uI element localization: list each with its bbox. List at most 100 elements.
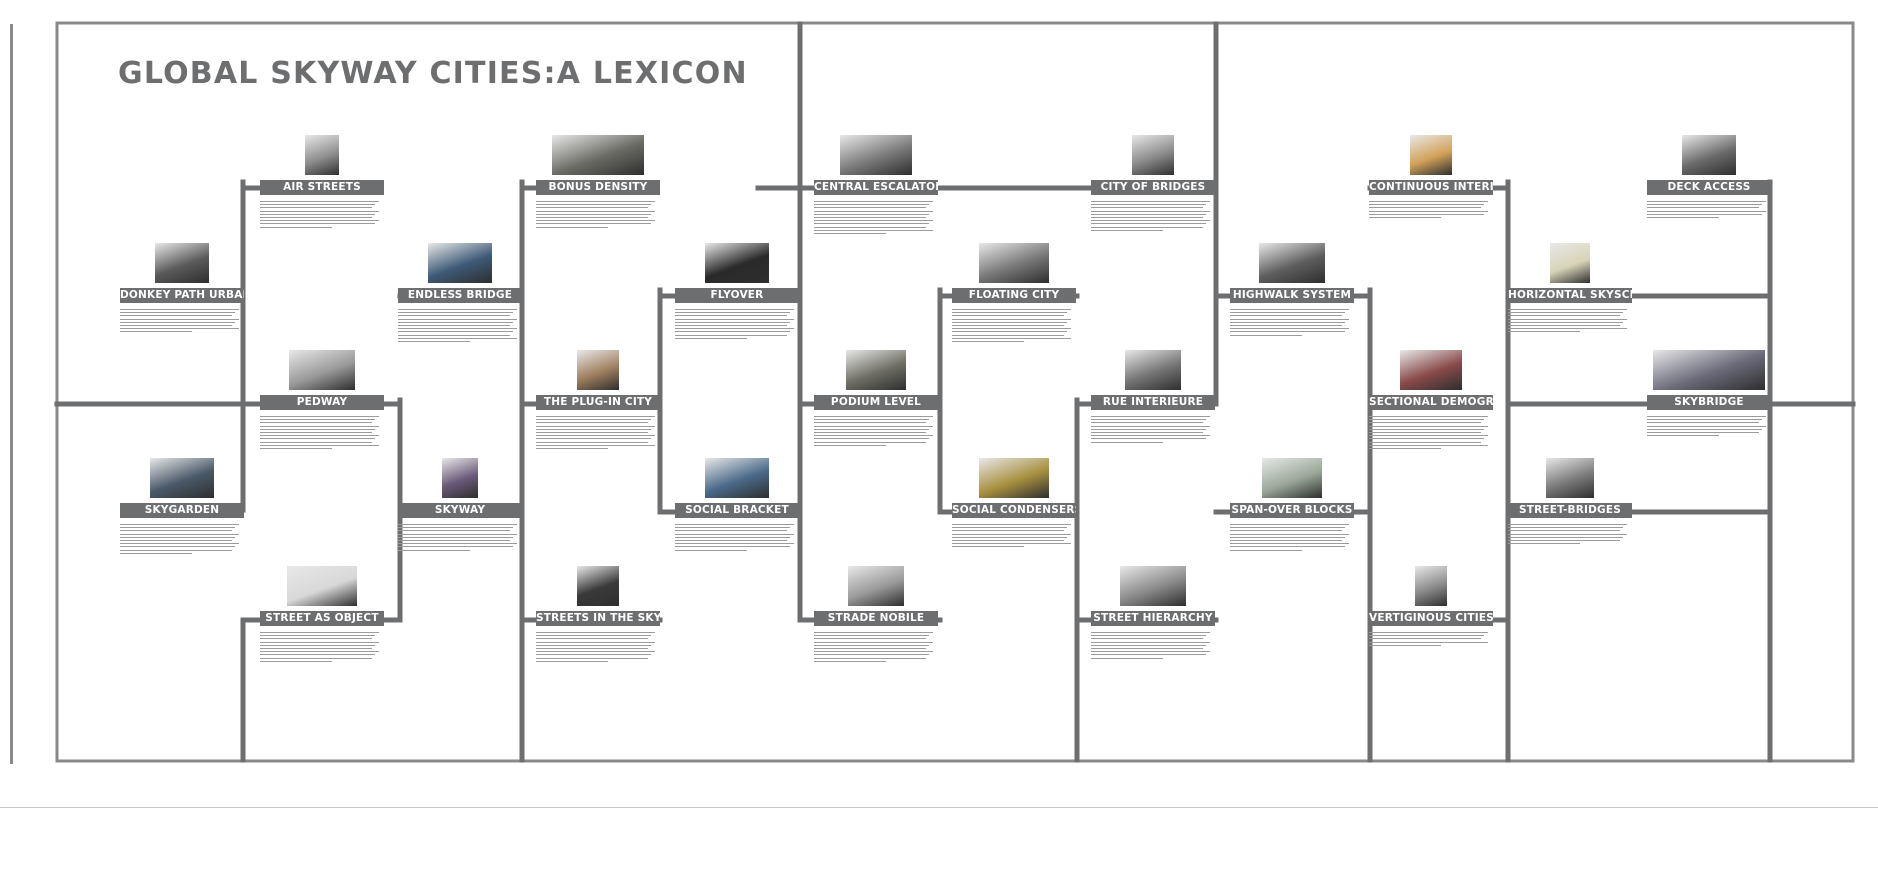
text-line [1508, 539, 1620, 541]
text-line [536, 647, 648, 649]
text-line [675, 524, 795, 525]
text-line [1369, 422, 1481, 424]
text-line [1230, 318, 1350, 320]
text-line [1369, 447, 1441, 449]
text-line [398, 527, 514, 529]
bottom-rule [0, 807, 1878, 808]
text-line [536, 635, 652, 637]
text-line [814, 444, 886, 446]
entry-body-text [1369, 201, 1493, 220]
text-line [398, 536, 514, 538]
entry-body-text [1230, 524, 1354, 553]
text-line [120, 312, 236, 314]
text-line [814, 201, 934, 202]
text-line [1230, 309, 1350, 310]
text-line [536, 638, 648, 640]
entry-body-text [1091, 632, 1215, 661]
text-line [398, 334, 510, 336]
text-line [1091, 207, 1203, 209]
text-line [814, 641, 934, 643]
text-line [814, 229, 934, 231]
text-line [952, 321, 1068, 323]
text-line [952, 318, 1072, 320]
entry-body-text [1369, 632, 1493, 648]
text-line [952, 530, 1064, 532]
text-line [814, 210, 934, 212]
text-line [814, 638, 926, 640]
entry-label: CONTINUOUS INTERIOR [1369, 180, 1493, 195]
text-line [1508, 536, 1624, 538]
text-line [1091, 201, 1211, 202]
entry-photo [577, 350, 619, 390]
text-line [398, 321, 514, 323]
text-line [952, 324, 1064, 326]
text-line [952, 334, 1064, 336]
text-line [260, 438, 376, 440]
text-line [536, 213, 652, 215]
text-line [814, 657, 926, 659]
text-line [1091, 647, 1203, 649]
text-line [1369, 641, 1489, 643]
text-line [398, 309, 518, 310]
text-line [398, 340, 470, 342]
entry-body-text [1508, 524, 1632, 546]
entry-body-text [260, 632, 384, 664]
text-line [814, 644, 930, 646]
text-line [260, 213, 376, 215]
entry-body-text [814, 632, 938, 664]
text-line [1230, 546, 1346, 548]
text-line [120, 539, 232, 541]
text-line [120, 527, 236, 529]
outer-frame [55, 21, 1855, 763]
entry-photo [150, 458, 214, 498]
entry-photo [848, 566, 904, 606]
text-line [1230, 533, 1350, 535]
text-line [1369, 444, 1489, 446]
text-line [260, 651, 380, 653]
text-line [120, 533, 240, 535]
text-line [536, 441, 648, 443]
text-line [1230, 527, 1346, 529]
text-line [1369, 210, 1489, 212]
text-line [952, 533, 1072, 535]
text-line [1091, 428, 1207, 430]
text-line [260, 632, 380, 633]
text-line [952, 524, 1072, 525]
entry-photo [1400, 350, 1462, 390]
text-line [1091, 204, 1207, 206]
entry-label: BONUS DENSITY [536, 180, 660, 195]
entry-body-text [675, 524, 799, 553]
text-line [952, 543, 1072, 545]
text-line [536, 644, 652, 646]
entry-label: SOCIAL BRACKET [675, 503, 799, 518]
entry-photo [1410, 135, 1452, 175]
entry-body-text [1647, 416, 1771, 438]
entry-label: DECK ACCESS [1647, 180, 1771, 195]
entry-body-text [398, 309, 522, 344]
text-line [1647, 431, 1759, 433]
text-line [1091, 210, 1211, 212]
entry-body-text [1647, 201, 1771, 220]
text-line [536, 425, 656, 427]
text-line [1369, 438, 1485, 440]
text-line [1230, 315, 1342, 317]
text-line [1508, 331, 1580, 333]
text-line [814, 216, 926, 218]
entry-body-text [814, 416, 938, 448]
text-line [1647, 204, 1763, 206]
text-line [1091, 435, 1211, 437]
text-line [675, 543, 795, 545]
entry-photo [1546, 458, 1594, 498]
entry-photo [552, 135, 644, 175]
entry-photo [840, 135, 912, 175]
text-line [536, 651, 656, 653]
text-line [398, 331, 514, 333]
entry-body-text [1091, 416, 1215, 445]
text-line [260, 204, 376, 206]
text-line [952, 340, 1024, 342]
text-line [536, 419, 652, 421]
text-line [675, 533, 795, 535]
text-line [260, 223, 376, 225]
text-line [536, 422, 648, 424]
